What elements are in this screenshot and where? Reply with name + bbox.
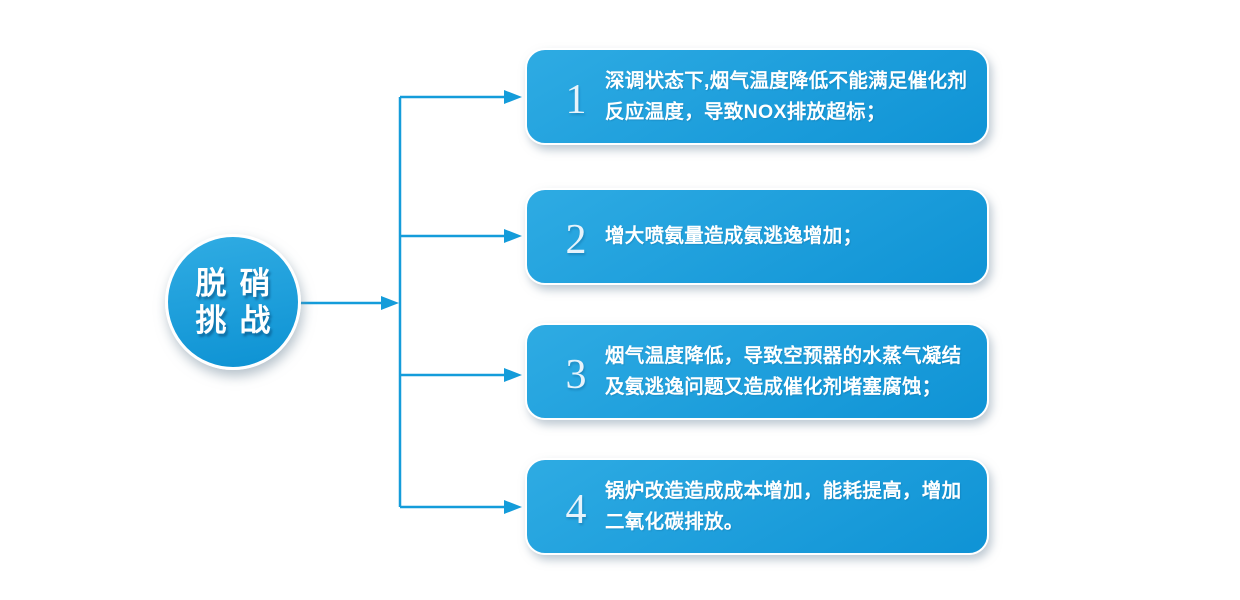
challenge-text-3: 烟气温度降低，导致空预器的水蒸气凝结 及氨逃逸问题又造成催化剂堵塞腐蚀； — [605, 344, 962, 398]
hub-label-line1: 脱硝 — [195, 266, 284, 301]
challenge-card-1: 1 深调状态下,烟气温度降低不能满足催化剂 反应温度，导致NOX排放超标； — [525, 48, 989, 145]
arrow-right-icon — [504, 368, 522, 382]
hub-label-line2: 挑战 — [195, 303, 284, 338]
challenge-card-4: 4 锅炉改造造成成本增加，能耗提高，增加 二氧化碳排放。 — [525, 458, 989, 555]
challenge-number-1: 1 — [565, 76, 587, 123]
challenge-number-2: 2 — [565, 216, 587, 263]
challenge-number-4: 4 — [565, 486, 587, 533]
arrow-right-icon — [504, 500, 522, 514]
arrow-right-icon — [504, 229, 522, 243]
challenge-card-2: 2 增大喷氨量造成氨逃逸增加； — [525, 188, 989, 285]
arrow-right-icon — [381, 296, 399, 310]
challenge-card-3: 3 烟气温度降低，导致空预器的水蒸气凝结 及氨逃逸问题又造成催化剂堵塞腐蚀； — [525, 323, 989, 420]
challenge-number-3: 3 — [565, 351, 587, 398]
challenge-text-4: 锅炉改造造成成本增加，能耗提高，增加 二氧化碳排放。 — [605, 479, 962, 533]
challenge-hub-circle: 脱硝 挑战 — [165, 234, 301, 370]
challenge-text-2: 增大喷氨量造成氨逃逸增加； — [605, 225, 863, 247]
challenge-text-1: 深调状态下,烟气温度降低不能满足催化剂 反应温度，导致NOX排放超标； — [605, 69, 968, 123]
arrow-right-icon — [504, 90, 522, 104]
